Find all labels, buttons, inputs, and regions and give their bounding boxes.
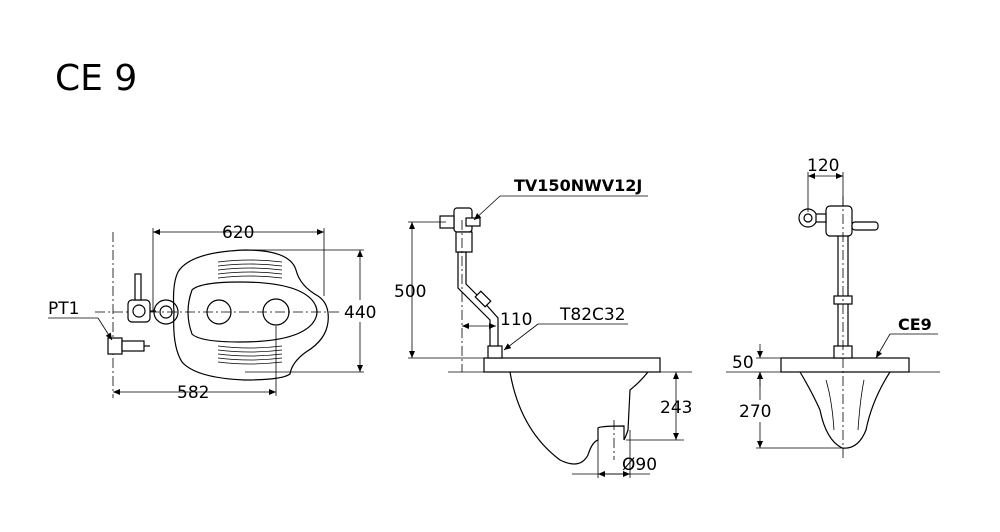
dim-50-label: 50 xyxy=(732,353,754,373)
front-flush-valve-body xyxy=(825,205,853,237)
ce9-leader-arrow xyxy=(875,333,891,359)
foot-tread-top xyxy=(217,259,283,279)
spud-ring-inner xyxy=(159,305,173,319)
front-bowl-inner xyxy=(825,379,865,431)
side-flush-handle xyxy=(465,217,481,227)
pt1-leader-arrow xyxy=(97,317,113,341)
flush-valve-body-plan xyxy=(127,299,151,323)
outlet-hole xyxy=(262,298,290,326)
dim-270-label-bg xyxy=(737,400,779,422)
side-bowl-body xyxy=(509,371,649,465)
dim-o90-label: Ø90 xyxy=(622,455,657,475)
pan-outer-outline xyxy=(172,249,329,381)
flush-valve-cap-plan xyxy=(132,304,146,318)
dim-120-label: 120 xyxy=(807,156,839,176)
side-pipe-coupling xyxy=(474,290,492,308)
front-rim xyxy=(780,357,910,373)
front-bowl-body xyxy=(799,371,891,449)
inlet-hole xyxy=(206,299,232,325)
ce9-callout: CE9 xyxy=(898,315,932,334)
t82-leader-arrow xyxy=(503,323,539,351)
dim-243-label: 243 xyxy=(660,398,692,418)
drawing-title: CE 9 xyxy=(55,58,137,99)
spud-ring xyxy=(153,299,179,325)
tv150-callout: TV150NWV12J xyxy=(514,176,642,195)
front-stop-valve-inner xyxy=(803,213,813,223)
pan-inner-basin xyxy=(187,281,318,343)
side-view: 500 110 TV150NWV12J T82C32 243 Ø90 xyxy=(394,176,692,478)
side-flush-valve-body xyxy=(455,231,473,253)
dim-440-label: 440 xyxy=(344,303,376,323)
front-view: 120 CE9 50 270 xyxy=(726,156,940,460)
foot-tread-bottom xyxy=(217,345,283,365)
pt1-callout: PT1 xyxy=(48,299,79,319)
dim-110-label: 110 xyxy=(500,310,532,330)
pt1-stop-valve-body xyxy=(121,340,145,352)
front-stop-connector xyxy=(815,213,827,223)
dim-500-label: 500 xyxy=(394,282,426,302)
pt1-stop-valve xyxy=(107,337,123,355)
dim-440-label-bg xyxy=(342,300,380,322)
tv150-leader-arrow xyxy=(473,195,501,221)
side-spud xyxy=(487,345,503,359)
flush-handle-plan xyxy=(134,273,142,301)
side-rim xyxy=(483,357,661,373)
dim-620-label: 620 xyxy=(222,223,254,243)
dim-270-label: 270 xyxy=(739,402,771,422)
front-flush-handle xyxy=(851,221,879,231)
plan-view: 620 440 582 PT1 xyxy=(48,223,380,403)
t82-callout: T82C32 xyxy=(559,305,626,325)
dim-582-label: 582 xyxy=(177,383,209,403)
